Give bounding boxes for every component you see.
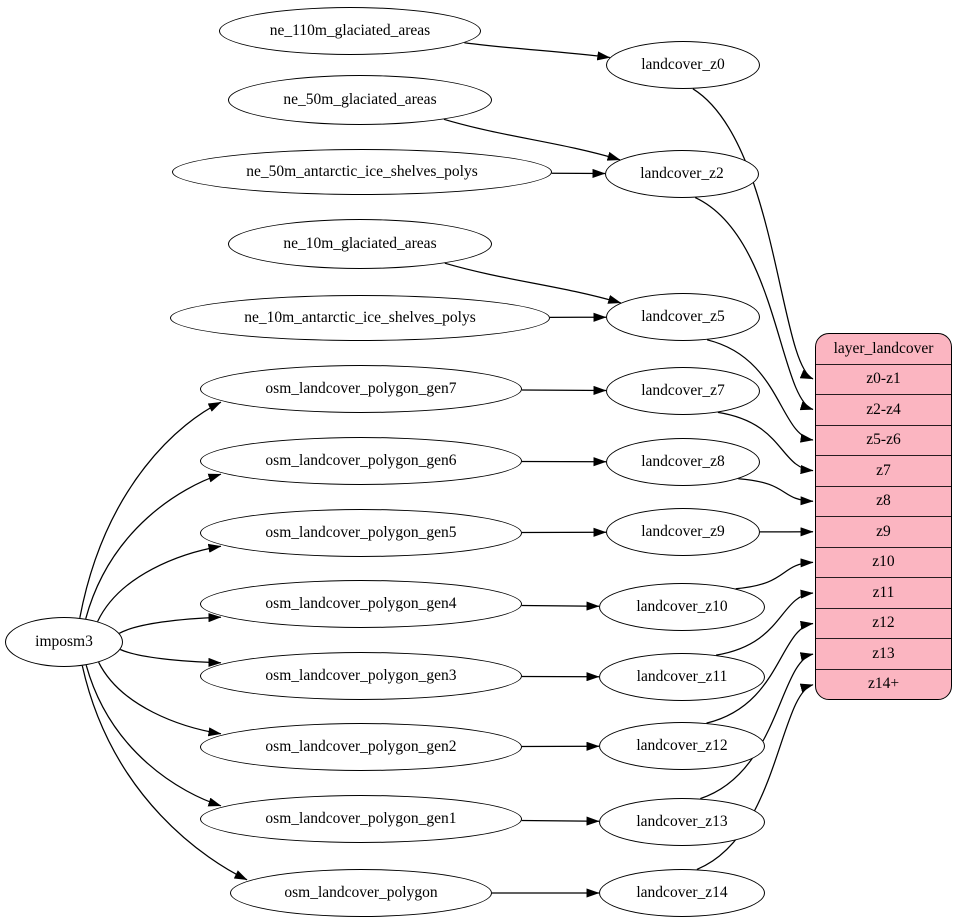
node-label: osm_landcover_polygon [284,884,438,901]
node-label: osm_landcover_polygon_gen4 [265,595,457,612]
edge-ne_110m_glaciated_areas-to-landcover_z0 [464,42,611,61]
edge-imposm3-to-osm_landcover_polygon_gen6 [85,473,222,619]
table-row-z13: z13 [816,638,951,669]
edge-ne_10m_glaciated_areas-to-landcover_z5 [444,262,622,304]
node-label: ne_50m_antarctic_ice_shelves_polys [246,163,478,180]
edge-landcover_z14-to-layer_landcover-z14+ [696,683,814,870]
node-osm_landcover_polygon_gen2: osm_landcover_polygon_gen2 [200,723,522,771]
edge-landcover_z13-to-layer_landcover-z13 [700,652,814,800]
edge-landcover_z2-to-layer_landcover-z2-z4 [694,197,814,411]
edge-imposm3-to-osm_landcover_polygon_gen7 [79,401,222,619]
node-landcover_z5: landcover_z5 [606,293,760,341]
edge-landcover_z12-to-layer_landcover-z12 [706,620,814,724]
table-row-z0-z1: z0-z1 [816,363,951,395]
node-osm_landcover_polygon_gen5: osm_landcover_polygon_gen5 [200,509,522,557]
node-label: osm_landcover_polygon_gen7 [265,380,457,397]
node-label: ne_50m_glaciated_areas [283,91,437,108]
edge-landcover_z5-to-layer_landcover-z5-z6 [706,339,814,443]
node-label: landcover_z8 [641,453,725,470]
node-label: osm_landcover_polygon_gen3 [265,667,457,684]
edge-osm_landcover_polygon_gen7-to-landcover_z7 [521,385,607,395]
node-osm_landcover_polygon_gen3: osm_landcover_polygon_gen3 [200,652,522,700]
table-header: layer_landcover [833,339,934,357]
node-imposm3: imposm3 [5,617,123,667]
edge-landcover_z8-to-layer_landcover-z8 [738,478,814,506]
edge-landcover_z10-to-layer_landcover-z10 [735,558,814,590]
table-row-z2-z4: z2-z4 [816,394,951,425]
node-label: landcover_z12 [636,737,728,754]
node-label: landcover_z7 [641,382,725,399]
node-osm_landcover_polygon_gen1: osm_landcover_polygon_gen1 [200,795,522,843]
node-label: imposm3 [35,633,93,650]
node-ne_50m_glaciated_areas: ne_50m_glaciated_areas [228,75,492,125]
edge-imposm3-to-osm_landcover_polygon_gen3 [120,648,222,667]
node-landcover_z14: landcover_z14 [599,869,765,917]
node-label: landcover_z10 [636,598,728,615]
node-label: landcover_z14 [636,884,728,901]
node-ne_10m_antarctic_ice_shelves_polys: ne_10m_antarctic_ice_shelves_polys [170,295,550,341]
table-row-z7: z7 [816,455,951,486]
table-row-z8: z8 [816,485,951,517]
edge-osm_landcover_polygon_gen4-to-landcover_z10 [521,601,600,611]
node-osm_landcover_polygon: osm_landcover_polygon [230,869,492,917]
edge-landcover_z7-to-layer_landcover-z7 [717,411,814,475]
node-ne_50m_antarctic_ice_shelves_polys: ne_50m_antarctic_ice_shelves_polys [172,149,552,195]
node-label: osm_landcover_polygon_gen1 [265,810,457,827]
node-landcover_z7: landcover_z7 [606,367,760,415]
node-landcover_z8: landcover_z8 [606,438,760,486]
node-landcover_z0: landcover_z0 [606,41,760,89]
node-label: osm_landcover_polygon_gen5 [265,524,457,541]
table-row-z9: z9 [816,516,951,547]
node-osm_landcover_polygon_gen4: osm_landcover_polygon_gen4 [200,580,522,628]
node-label: osm_landcover_polygon_gen2 [265,738,457,755]
node-label: landcover_z5 [641,308,725,325]
node-landcover_z12: landcover_z12 [599,722,765,770]
node-label: landcover_z9 [641,523,725,540]
node-label: landcover_z0 [641,56,725,73]
node-label: osm_landcover_polygon_gen6 [265,452,457,469]
edge-landcover_z11-to-layer_landcover-z11 [715,589,814,656]
edge-imposm3-to-osm_landcover_polygon [81,665,248,881]
table-row-z11: z11 [816,577,951,608]
node-landcover_z13: landcover_z13 [599,798,765,846]
node-landcover_z2: landcover_z2 [605,150,759,198]
node-landcover_z10: landcover_z10 [599,583,765,631]
edge-imposm3-to-osm_landcover_polygon_gen5 [97,543,222,622]
edge-landcover_z0-to-layer_landcover-z0-z1 [692,88,814,380]
edge-imposm3-to-osm_landcover_polygon_gen2 [98,661,222,737]
node-osm_landcover_polygon_gen6: osm_landcover_polygon_gen6 [200,437,522,485]
node-ne_110m_glaciated_areas: ne_110m_glaciated_areas [219,7,481,55]
edge-imposm3-to-osm_landcover_polygon_gen1 [85,665,222,807]
table-row-z12: z12 [816,607,951,639]
table-row-z5-z6: z5-z6 [816,424,951,456]
node-label: landcover_z11 [636,668,728,685]
node-label: landcover_z2 [640,165,724,182]
edge-ne_50m_glaciated_areas-to-landcover_z2 [443,118,621,161]
table-row-z10: z10 [816,546,951,578]
node-label: ne_10m_glaciated_areas [283,235,437,252]
edge-imposm3-to-osm_landcover_polygon_gen4 [119,613,222,634]
node-label: ne_10m_antarctic_ice_shelves_polys [244,309,476,326]
node-landcover_z9: landcover_z9 [606,508,760,556]
node-label: landcover_z13 [636,813,728,830]
edge-osm_landcover_polygon_gen1-to-landcover_z13 [521,816,600,826]
node-osm_landcover_polygon_gen7: osm_landcover_polygon_gen7 [200,365,522,413]
table-row-z14+: z14+ [816,668,951,700]
node-label: ne_110m_glaciated_areas [269,22,431,39]
node-ne_10m_glaciated_areas: ne_10m_glaciated_areas [228,219,492,269]
node-landcover_z11: landcover_z11 [599,653,765,701]
